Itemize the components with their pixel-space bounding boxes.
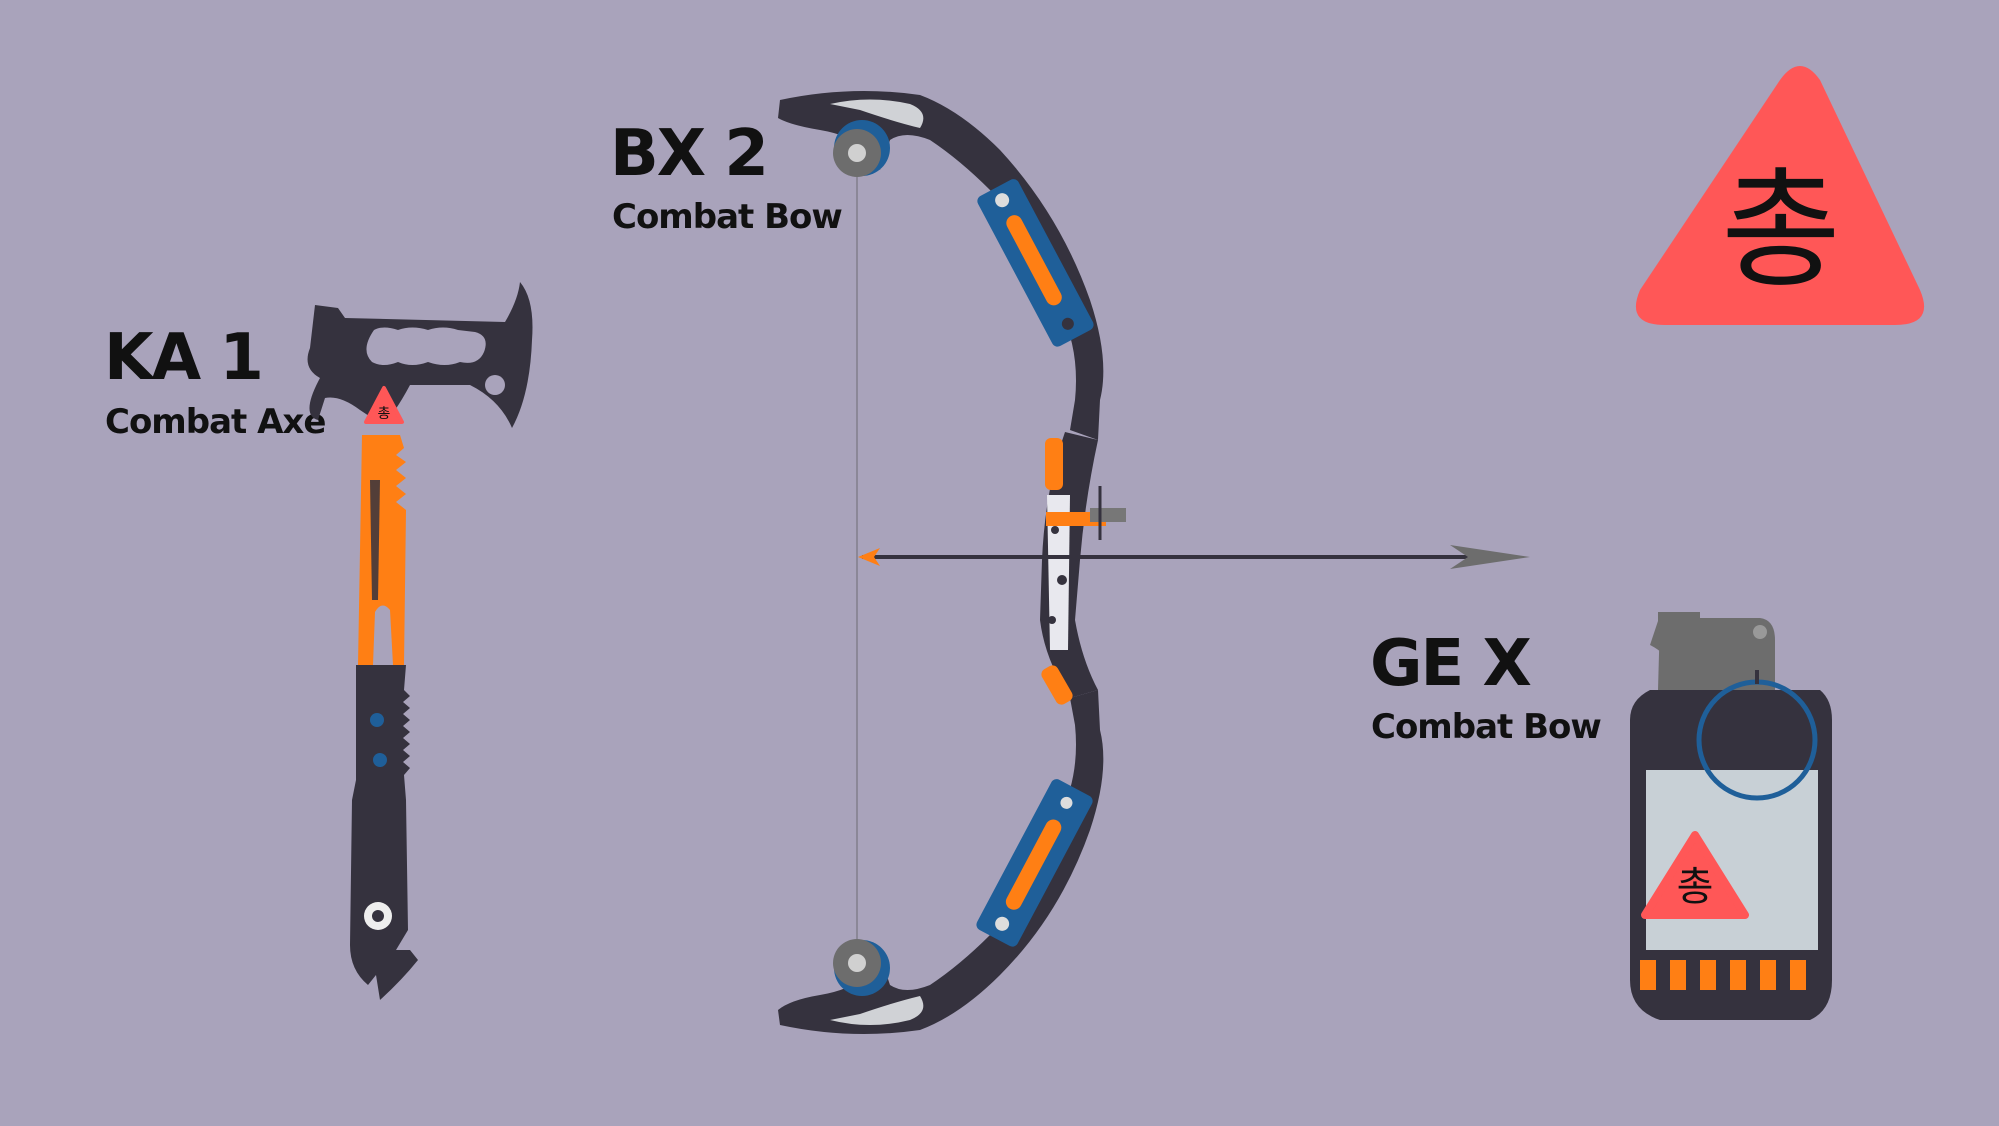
bow-lower-limb bbox=[778, 690, 1104, 1034]
grenade-fuse bbox=[1658, 618, 1775, 690]
emblem-glyph: 총 bbox=[1721, 154, 1841, 306]
combat-axe: 총 bbox=[307, 282, 533, 1000]
grenade-title: GE X bbox=[1370, 627, 1532, 701]
grenade-subtitle: Combat Bow bbox=[1371, 707, 1602, 747]
axe-warning-badge-icon bbox=[364, 386, 404, 424]
bow-upper-limb bbox=[778, 91, 1104, 440]
axe-title: KA 1 bbox=[104, 321, 264, 395]
bow-riser-accent bbox=[1041, 665, 1073, 705]
grenade-vent bbox=[1730, 960, 1746, 990]
bow-upper-plate bbox=[977, 179, 1094, 347]
bow-riser-accent bbox=[1045, 438, 1063, 490]
bow-subtitle: Combat Bow bbox=[612, 197, 843, 237]
warning-triangle-icon bbox=[1635, 66, 1925, 325]
axe-badge-glyph: 총 bbox=[378, 406, 391, 422]
grenade-vent bbox=[1700, 960, 1716, 990]
warning-emblem: 총 bbox=[1635, 66, 1925, 325]
grenade-vent bbox=[1640, 960, 1656, 990]
axe-handle-rivet bbox=[370, 713, 384, 727]
bow-arrow-fletching bbox=[858, 548, 880, 566]
axe-handle-orange bbox=[358, 435, 406, 665]
grenade: 총 bbox=[1630, 612, 1832, 1020]
axe-round-hole bbox=[485, 375, 505, 395]
bow-grip bbox=[1047, 495, 1070, 650]
axe-handle-rivet bbox=[373, 753, 387, 767]
axe-handle-slot bbox=[370, 480, 380, 600]
combat-bow bbox=[778, 91, 1530, 1034]
bow-arrowhead-icon bbox=[1450, 545, 1530, 569]
grenade-label-band bbox=[1646, 770, 1818, 950]
bow-title: BX 2 bbox=[610, 117, 769, 191]
grenade-vent bbox=[1670, 960, 1686, 990]
grenade-vent bbox=[1790, 960, 1806, 990]
grenade-vent bbox=[1760, 960, 1776, 990]
grenade-badge-glyph: 총 bbox=[1677, 864, 1714, 910]
grenade-warning-badge-icon bbox=[1641, 831, 1749, 919]
bow-lower-plate bbox=[976, 779, 1093, 947]
axe-grip-hole bbox=[366, 327, 486, 365]
axe-handle-dark bbox=[350, 665, 418, 1000]
axe-subtitle: Combat Axe bbox=[105, 402, 326, 442]
